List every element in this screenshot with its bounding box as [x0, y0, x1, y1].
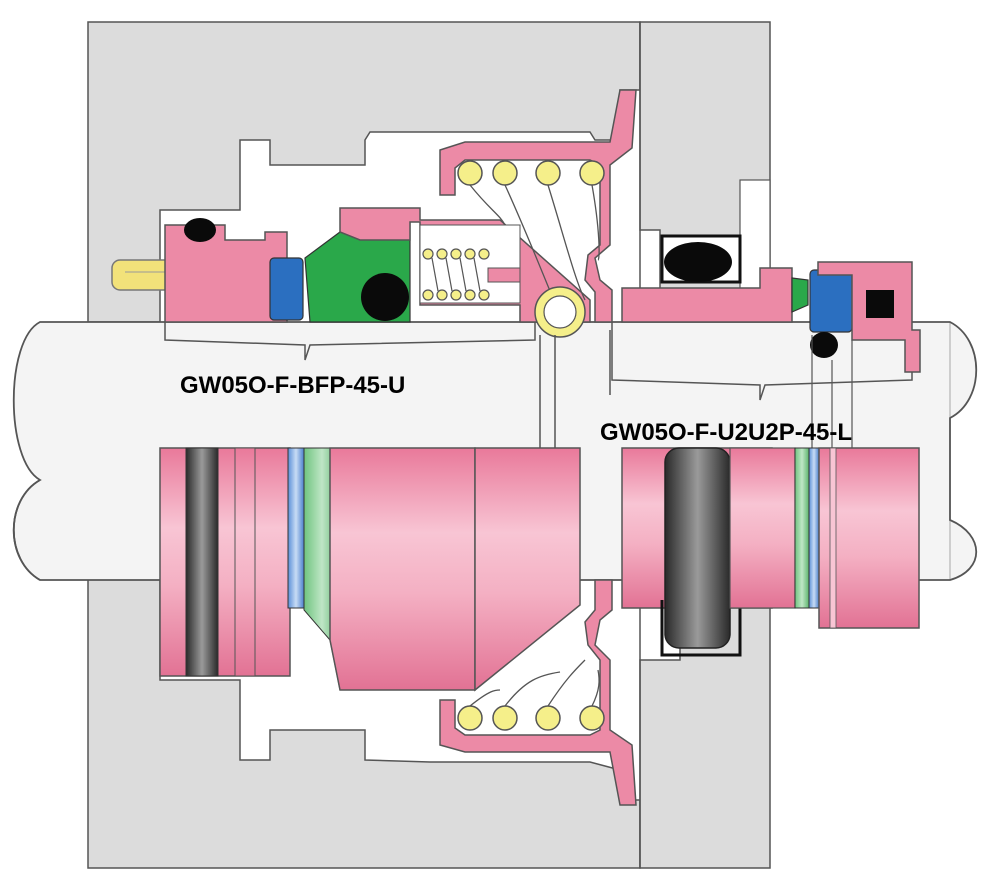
- seal-external-view: [159, 447, 920, 806]
- upper-seal-label: GW05O-F-BFP-45-U: [180, 372, 405, 399]
- label-brackets: [164, 322, 913, 448]
- wave-spring-icon: [534, 286, 586, 338]
- upper-seal-section: [111, 89, 637, 338]
- lower-seal-label: GW05O-F-U2U2P-45-L: [600, 419, 852, 446]
- lower-seal-section: [621, 234, 921, 448]
- o-ring-icon: [184, 218, 216, 242]
- o-ring-icon: [810, 332, 838, 358]
- spring-icon: [457, 705, 605, 731]
- spring-icon: [422, 248, 490, 301]
- o-ring-icon: [664, 242, 732, 282]
- o-ring-icon: [361, 273, 409, 321]
- spring-icon: [457, 160, 605, 186]
